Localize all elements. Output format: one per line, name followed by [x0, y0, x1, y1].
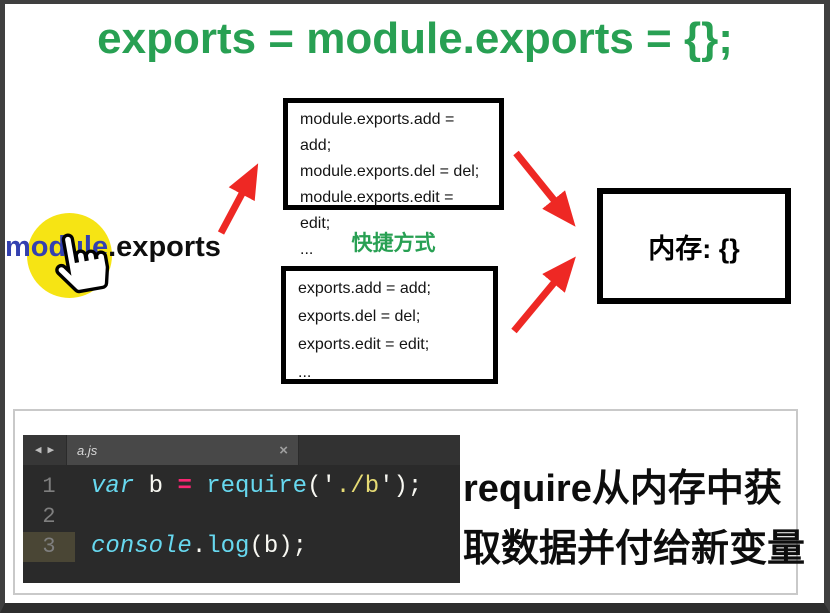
- tab-ajs[interactable]: a.js ×: [67, 435, 299, 465]
- explanation-line-2: 取数据并付给新变量: [463, 528, 806, 570]
- box-line: exports.add = add;: [298, 280, 431, 297]
- code-line-text: console.log(b);: [91, 533, 308, 560]
- code-line[interactable]: 1 var b = require('./b');: [23, 472, 460, 502]
- line-number: 1: [42, 474, 56, 499]
- tab-close-icon[interactable]: ×: [279, 441, 288, 459]
- shortcut-label: 快捷方式: [351, 232, 436, 255]
- memory-box: 内存: {}: [597, 188, 791, 304]
- explanation-text: require从内存中获 取数据并付给新变量: [463, 459, 805, 579]
- page-title: exports = module.exports = {};: [97, 14, 733, 63]
- box-line: module.exports.del = del;: [300, 163, 480, 180]
- hand-cursor-icon: [55, 233, 110, 294]
- line-number: 3: [23, 532, 75, 562]
- module-exports-label: module.exports: [5, 231, 221, 264]
- arrow-topbox-to-memory: [513, 150, 576, 227]
- box-line: module.exports.add = add;: [300, 111, 455, 154]
- code-line-text: var b = require('./b');: [91, 473, 423, 500]
- tab-label: a.js: [77, 442, 98, 458]
- exports-box: exports.add = add; exports.del = del; expo…: [281, 266, 498, 384]
- box-line: exports.edit = edit;: [298, 336, 430, 353]
- exports-part: .exports: [108, 231, 221, 263]
- tab-bar-empty-area: [299, 435, 460, 465]
- box-line: module.exports.edit = edit;: [300, 189, 454, 232]
- module-exports-box: module.exports.add = add; module.exports.…: [283, 98, 504, 258]
- tab-nav-buttons: ◀ ▶: [23, 435, 67, 465]
- code-editor: ◀ ▶ a.js × 1 var b = require('./b'); 2 3 con…: [23, 435, 460, 583]
- code-line[interactable]: 3 console.log(b);: [23, 532, 460, 562]
- code-line[interactable]: 2: [23, 502, 460, 532]
- nav-left-icon[interactable]: ◀: [34, 445, 42, 457]
- editor-tab-bar: ◀ ▶ a.js ×: [23, 435, 460, 465]
- memory-box-text: 内存: {}: [648, 233, 740, 264]
- explanation-line-1: require从内存中获: [463, 468, 782, 510]
- arrow-bottombox-to-memory: [511, 256, 576, 334]
- box-line: ...: [298, 364, 312, 381]
- line-number: 2: [42, 504, 56, 529]
- code-area[interactable]: 1 var b = require('./b'); 2 3 console.log(b)…: [23, 465, 460, 583]
- bottom-panel: ◀ ▶ a.js × 1 var b = require('./b'); 2 3 con…: [13, 409, 805, 595]
- box-line: ...: [300, 241, 314, 258]
- box-line: exports.del = del;: [298, 308, 421, 325]
- code-line-text: [75, 502, 91, 532]
- nav-right-icon[interactable]: ▶: [47, 445, 55, 457]
- arrow-module-to-topbox: [217, 163, 259, 235]
